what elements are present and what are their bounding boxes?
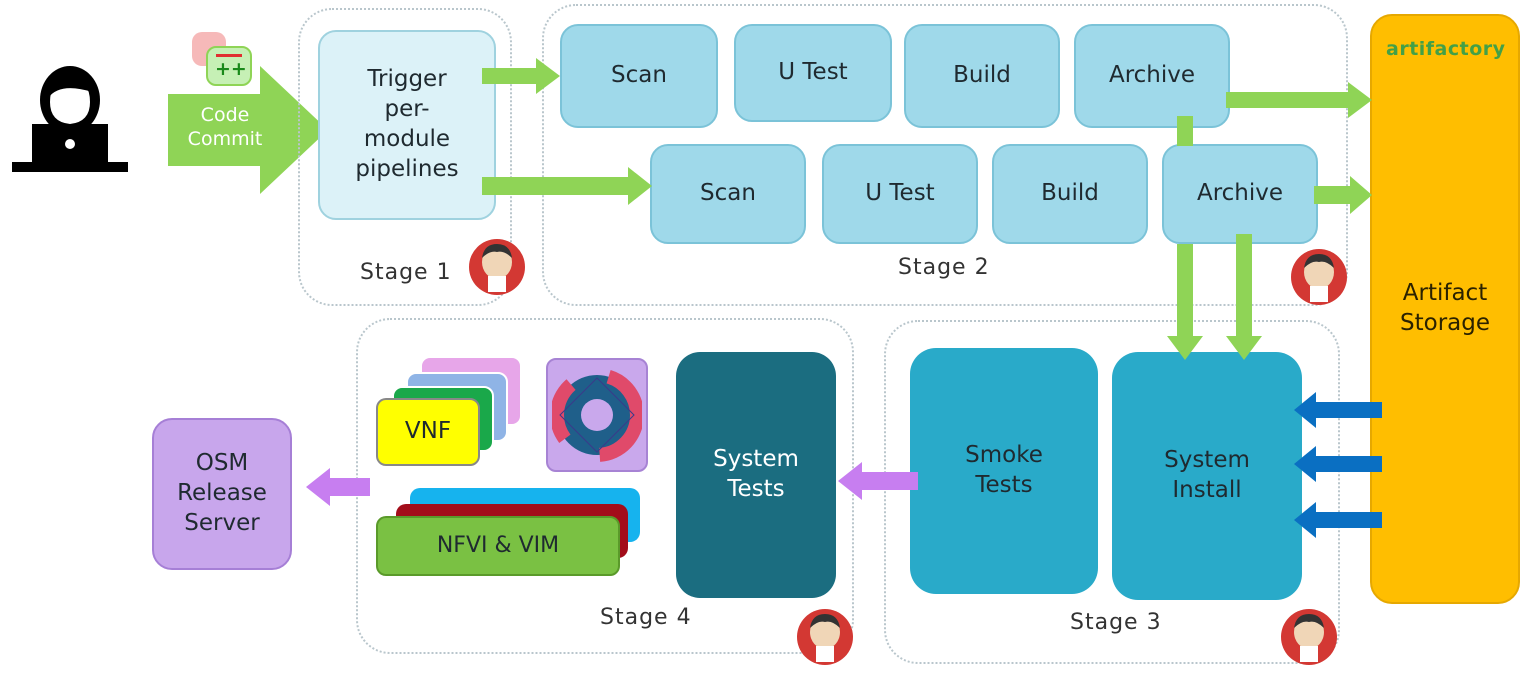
jenkins-icon-stage3 xyxy=(1281,609,1337,665)
build-box-row2: Build xyxy=(992,144,1148,244)
connector-archive1-down xyxy=(1177,116,1193,146)
code-commit-label: Code Commit xyxy=(187,104,263,150)
stage-2-label: Stage 2 xyxy=(898,255,990,280)
scan-box-row2: Scan xyxy=(650,144,806,244)
diff-icon: ++ xyxy=(206,46,252,86)
arrow-stage4-to-osm xyxy=(306,468,370,506)
archive-box-row1: Archive xyxy=(1074,24,1230,128)
arrow-trigger-to-scan-row2 xyxy=(482,167,652,205)
stage-4-label: Stage 4 xyxy=(600,605,692,630)
arrow-archive1-to-storage xyxy=(1226,82,1372,118)
utest-box-row2: U Test xyxy=(822,144,978,244)
build-box-row1: Build xyxy=(904,24,1060,128)
vim-logo-tile xyxy=(546,358,648,472)
arrow-storage-to-install-1 xyxy=(1294,392,1382,428)
stage-1-container xyxy=(298,8,512,306)
jenkins-icon-stage4 xyxy=(797,609,853,665)
arrow-storage-to-install-3 xyxy=(1294,502,1382,538)
utest-box-row1: U Test xyxy=(734,24,892,122)
nfvi-vim-card: NFVI & VIM xyxy=(376,516,620,576)
scan-box-row1: Scan xyxy=(560,24,718,128)
arrow-smoke-to-tests xyxy=(838,462,918,500)
jenkins-icon-stage2 xyxy=(1291,249,1347,305)
vnf-card: VNF xyxy=(376,398,480,466)
developer-icon xyxy=(12,66,128,172)
arrow-archive-to-install-left xyxy=(1167,244,1203,360)
trigger-pipelines-box: Trigger per- module pipelines xyxy=(318,30,496,220)
artifact-storage: Artifact Storage xyxy=(1370,14,1520,604)
stage-1-label: Stage 1 xyxy=(360,260,452,285)
arrow-storage-to-install-2 xyxy=(1294,446,1382,482)
arrow-archive2-to-storage xyxy=(1314,176,1372,214)
stage-2-container xyxy=(542,4,1348,306)
stage-3-container xyxy=(884,320,1340,664)
jenkins-icon-stage1 xyxy=(469,239,525,295)
osm-release-server: OSM Release Server xyxy=(152,418,292,570)
arrow-archive-to-install-right xyxy=(1226,234,1262,360)
diff-plus-text: ++ xyxy=(215,58,247,80)
vim-logo-icon xyxy=(552,368,642,462)
stage-3-label: Stage 3 xyxy=(1070,610,1162,635)
arrow-trigger-to-scan-row1 xyxy=(482,58,560,94)
artifactory-logo: artifactory xyxy=(1386,38,1506,60)
code-commit-arrow xyxy=(168,66,328,194)
